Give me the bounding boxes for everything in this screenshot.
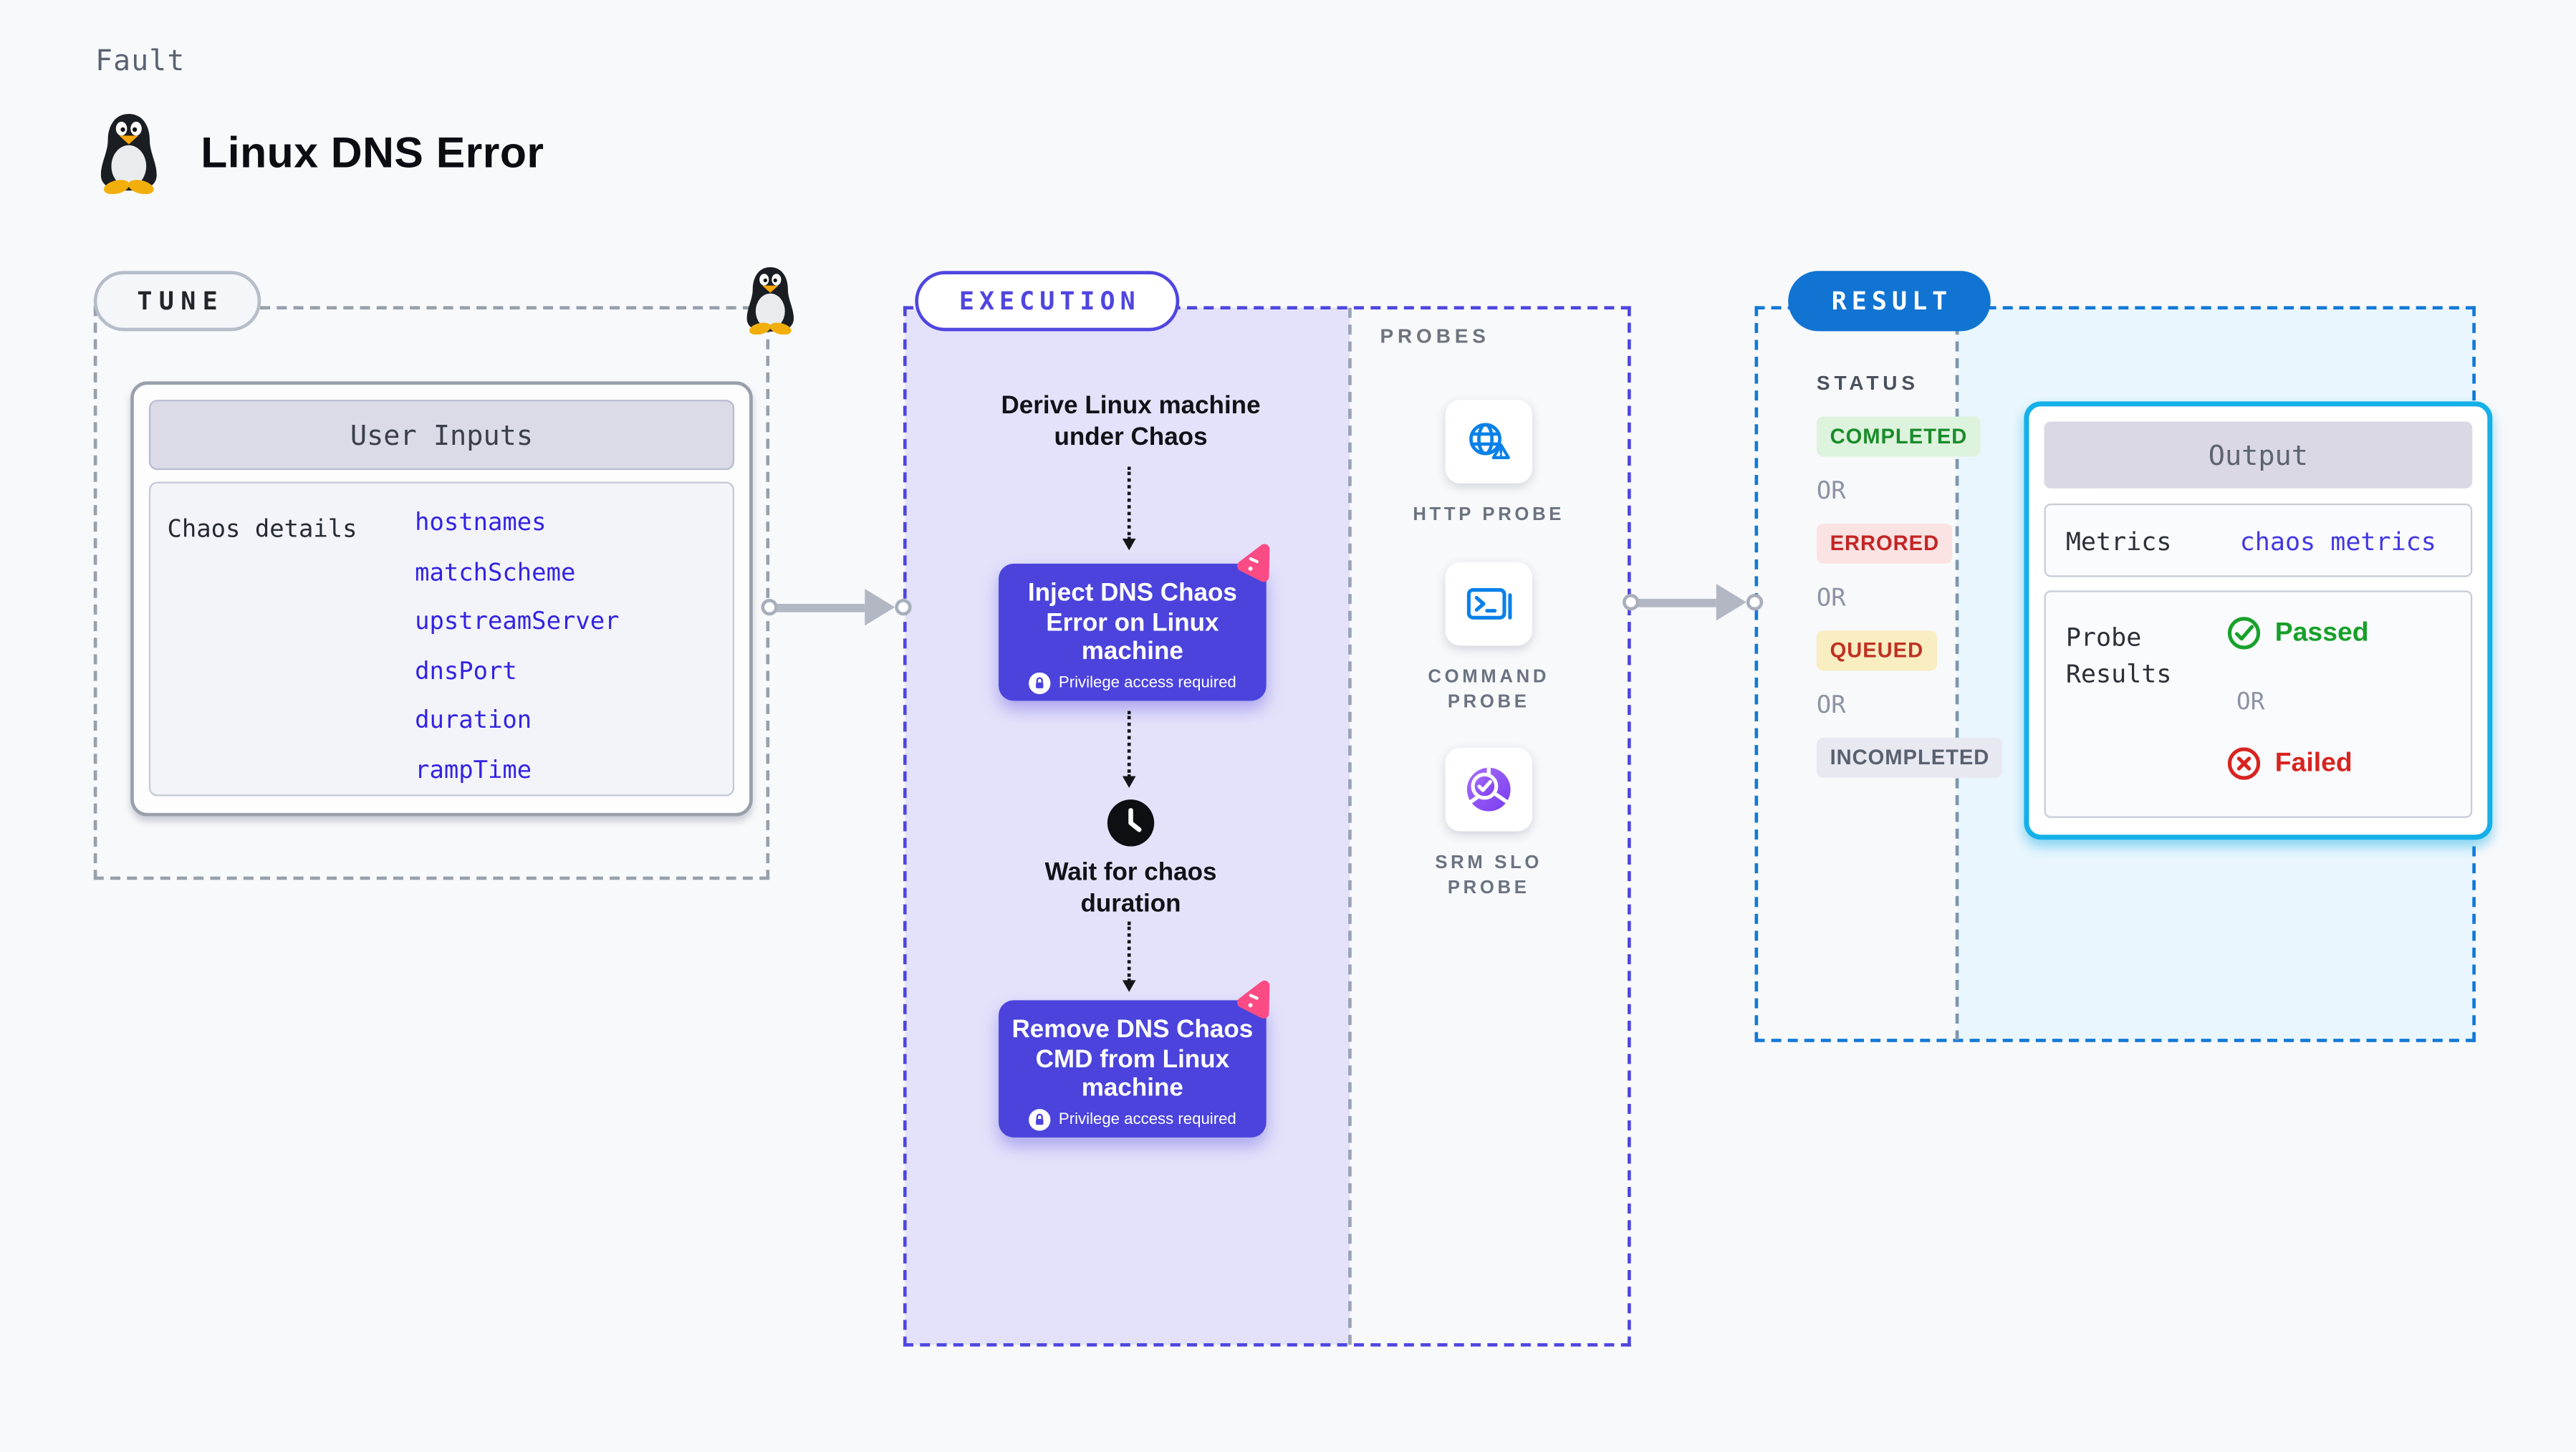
flow-dotted-arrow (1122, 466, 1138, 551)
probes-divider (1348, 307, 1352, 1345)
user-inputs-body: Chaos details hostnames matchScheme upst… (148, 481, 735, 797)
remove-privilege-label: Privilege access required (1058, 1110, 1236, 1129)
metrics-row: Metrics chaos metrics (2044, 503, 2473, 577)
flow-arrow-shaft (1634, 597, 1716, 607)
status-badge-incompleted: INCOMPLETED (1816, 737, 2003, 778)
chaos-icon (1237, 980, 1270, 1019)
inject-privilege-label: Privilege access required (1058, 673, 1236, 692)
lock-icon (1028, 1108, 1051, 1130)
flow-dotted-arrow (1122, 921, 1138, 992)
status-heading: STATUS (1816, 371, 1919, 395)
flow-arrow-head (865, 588, 895, 626)
tux-penguin-icon (100, 113, 157, 194)
param-hostnames: hostnames (415, 510, 547, 537)
connector-dot (895, 598, 912, 616)
http-probe-label: HTTP PROBE (1413, 505, 1565, 526)
user-inputs-title: User Inputs (148, 400, 735, 471)
or-label: OR (1816, 692, 1846, 720)
user-inputs-card: User Inputs Chaos details hostnames matc… (130, 381, 753, 817)
param-ramptime: rampTime (415, 757, 532, 785)
passed-result: Passed (2226, 615, 2369, 650)
slo-donut-check-icon (1466, 767, 1511, 812)
remove-chaos-node: Remove DNS Chaos CMD from Linux machine … (999, 1000, 1267, 1138)
result-status-divider (1955, 307, 1959, 1041)
failed-label: Failed (2274, 748, 2352, 777)
result-badge: RESULT (1788, 271, 1991, 332)
metrics-value: chaos metrics (2239, 527, 2436, 557)
lock-icon (1028, 671, 1051, 693)
inject-node-title: Inject DNS Chaos Error on Linux machine (1027, 578, 1237, 666)
status-badge-errored: ERRORED (1816, 523, 1953, 564)
connector-dot (1746, 593, 1764, 611)
passed-label: Passed (2274, 617, 2369, 647)
execution-badge: EXECUTION (915, 271, 1180, 332)
command-probe-card (1445, 562, 1532, 646)
chaos-icon (1237, 544, 1270, 582)
x-circle-icon (2227, 747, 2261, 780)
param-upstreamserver: upstreamServer (415, 609, 620, 636)
probe-results-label: Probe Results (2065, 622, 2172, 690)
status-badge-queued: QUEUED (1816, 630, 1937, 671)
execution-group-box (903, 306, 1631, 1347)
inject-chaos-node: Inject DNS Chaos Error on Linux machine … (999, 563, 1267, 701)
remove-node-title: Remove DNS Chaos CMD from Linux machine (1011, 1015, 1254, 1102)
command-probe-label: COMMAND PROBE (1428, 667, 1550, 713)
flow-dotted-arrow (1122, 711, 1138, 788)
tux-penguin-icon (746, 267, 794, 335)
param-duration: duration (415, 708, 532, 735)
connector-dot (761, 598, 778, 616)
connector-dot (1623, 593, 1640, 611)
srm-slo-probe-card (1445, 747, 1532, 832)
flow-arrow-head (1716, 583, 1746, 621)
derive-step-label: Derive Linux machine under Chaos (1001, 391, 1261, 452)
page-title: Linux DNS Error (201, 127, 544, 178)
tune-badge: TUNE (93, 271, 261, 332)
http-probe-card (1445, 400, 1532, 484)
status-badge-completed: COMPLETED (1816, 416, 1981, 457)
metrics-label: Metrics (2065, 527, 2172, 557)
or-label: OR (1816, 585, 1846, 612)
param-matchscheme: matchScheme (415, 559, 576, 587)
probes-heading: PROBES (1380, 324, 1490, 348)
clock-icon (1107, 799, 1155, 847)
failed-result: Failed (2226, 746, 2352, 781)
output-title: Output (2044, 421, 2473, 489)
output-card: Output Metrics chaos metrics Probe Resul… (2024, 401, 2493, 840)
param-list: hostnames matchScheme upstreamServer dns… (415, 500, 619, 797)
or-label: OR (1816, 478, 1846, 506)
globe-alert-icon (1469, 423, 1510, 459)
param-dnsport: dnsPort (415, 658, 517, 686)
fault-category-label: Fault (95, 45, 186, 79)
check-circle-icon (2227, 617, 2261, 650)
terminal-icon (1466, 587, 1512, 619)
probe-results-row: Probe Results Passed OR Failed (2044, 590, 2473, 818)
flow-arrow-shaft (772, 602, 865, 612)
or-label: OR (2236, 689, 2265, 716)
chaos-details-label: Chaos details (167, 516, 357, 544)
tune-group-box (93, 306, 770, 880)
wait-step-label: Wait for chaos duration (1044, 857, 1217, 918)
srm-slo-probe-label: SRM SLO PROBE (1435, 852, 1543, 898)
